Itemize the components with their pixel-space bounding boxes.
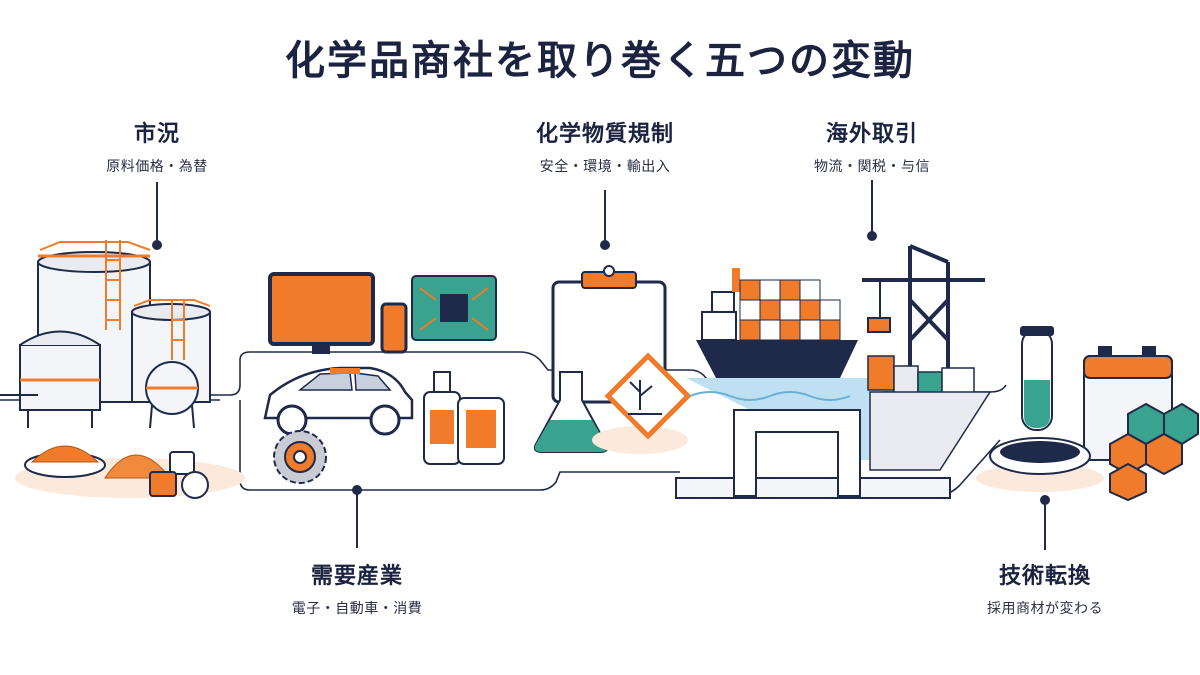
- factor-market: 市況 原料価格・為替: [57, 116, 257, 176]
- smartphone-icon: [380, 302, 408, 354]
- factor-demand: 需要産業 電子・自動車・消費: [257, 558, 457, 618]
- connector-dot-regulation: [600, 240, 610, 250]
- factor-regulation: 化学物質規制 安全・環境・輸出入: [495, 116, 715, 176]
- page-title: 化学品商社を取り巻く五つの変動: [285, 38, 915, 84]
- connector-dot-trade: [867, 231, 877, 241]
- factor-regulation-sub: 安全・環境・輸出入: [539, 159, 671, 175]
- powder-dish-icon: [976, 437, 1104, 492]
- factor-demand-sub: 電子・自動車・消費: [291, 601, 423, 617]
- test-tube-icon: [1020, 326, 1054, 431]
- factor-tech-sub: 採用商材が変わる: [987, 601, 1103, 617]
- car-icon: [263, 366, 414, 436]
- container-ship-icon: [696, 268, 858, 378]
- connector-dot-tech: [1040, 495, 1050, 505]
- factor-trade-sub: 物流・関税・与信: [814, 159, 930, 175]
- monitor-icon: [268, 272, 375, 354]
- connector-dot-demand: [352, 485, 362, 495]
- factor-demand-heading: 需要産業: [310, 564, 403, 589]
- hexagon-cells-icon: [1109, 402, 1199, 502]
- bottles-icon: [423, 371, 505, 465]
- connector-lines: [152, 180, 1050, 550]
- storage-tanks-icon: [0, 240, 211, 429]
- port-warehouse-icon: [675, 391, 992, 499]
- connector-dot-market: [152, 240, 162, 250]
- microchip-icon: [411, 275, 497, 341]
- factor-market-sub: 原料価格・為替: [106, 159, 208, 175]
- hazard-sign-icon: [592, 352, 692, 454]
- factor-regulation-heading: 化学物質規制: [535, 122, 674, 147]
- factor-market-heading: 市況: [133, 122, 180, 147]
- factor-tech: 技術転換 採用商材が変わる: [945, 558, 1145, 618]
- factor-tech-heading: 技術転換: [998, 564, 1091, 589]
- pellet-piles-icon: [15, 445, 245, 499]
- gear-icon: [273, 430, 327, 484]
- factor-trade-heading: 海外取引: [825, 122, 918, 147]
- factor-trade: 海外取引 物流・関税・与信: [772, 116, 972, 176]
